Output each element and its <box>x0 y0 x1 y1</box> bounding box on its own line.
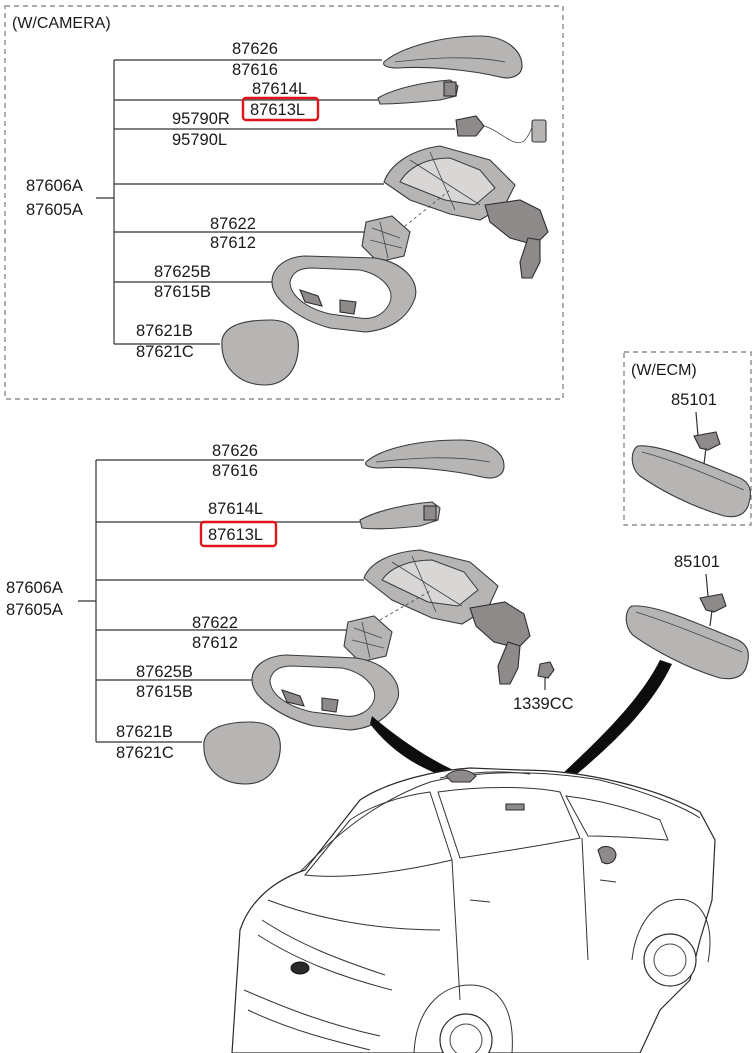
main-repeater-code-2: 87613L <box>208 526 263 544</box>
scalp-cover-part <box>383 35 523 79</box>
main-actuator-code-2: 87612 <box>192 634 238 652</box>
camera-module-code-2: 95790L <box>172 131 227 149</box>
camera-frame-code-1: 87625B <box>154 263 211 281</box>
camera-repeater-code-2: 87613L <box>250 101 305 119</box>
rearview-mirror-code: 85101 <box>674 553 720 571</box>
main-parent-code-2: 87605A <box>6 601 63 619</box>
side-mirror-callout <box>370 716 462 780</box>
camera-module-code-1: 95790R <box>172 110 230 128</box>
main-mirror-frame-part <box>251 654 400 731</box>
camera-actuator-code-1: 87622 <box>210 215 256 233</box>
actuator-part <box>361 215 411 263</box>
camera-highlight-box <box>241 96 320 122</box>
camera-actuator-code-2: 87612 <box>210 234 256 252</box>
mirror-frame-part <box>271 255 417 333</box>
mirror-glass-part <box>221 319 299 386</box>
screw-code: 1339CC <box>513 695 574 713</box>
main-frame-code-2: 87615B <box>136 683 193 701</box>
camera-parent-code-2: 87605A <box>26 201 83 219</box>
camera-frame-code-2: 87615B <box>154 283 211 301</box>
main-mirror-glass-part <box>203 721 281 785</box>
camera-repeater-code-1: 87614L <box>252 80 307 98</box>
camera-glass-code-2: 87621C <box>136 343 194 361</box>
ecm-rearview-mirror-part <box>631 431 751 518</box>
mirror-housing-part <box>383 145 549 279</box>
camera-cover-code-2: 87616 <box>232 61 278 79</box>
camera-glass-code-1: 87621B <box>136 322 193 340</box>
main-parent-code-1: 87606A <box>6 579 63 597</box>
main-side-repeater-part <box>359 501 441 530</box>
main-section: 87606A 87605A 87626 87616 87614L 87613L <box>6 439 749 785</box>
camera-section-border <box>4 5 564 400</box>
camera-section-header: (W/CAMERA) <box>12 15 111 32</box>
side-repeater-part <box>377 79 459 105</box>
main-frame-code-1: 87625B <box>136 663 193 681</box>
main-repeater-code-1: 87614L <box>208 500 263 518</box>
main-assembly-guide <box>379 589 433 621</box>
camera-section: (W/CAMERA) 87606A 87605A 87626 87616 876… <box>4 5 564 400</box>
camera-cover-code-1: 87626 <box>232 40 278 58</box>
camera-parent-code-1: 87606A <box>26 177 83 195</box>
ecm-leader <box>695 411 699 437</box>
main-highlight-box <box>199 520 278 548</box>
rearview-mirror-callout <box>540 660 672 798</box>
rearview-mirror-part <box>625 593 749 680</box>
main-glass-code-1: 87621B <box>116 723 173 741</box>
camera-module-part <box>455 115 547 143</box>
screw-part <box>537 661 555 690</box>
car-illustration <box>231 767 716 1053</box>
main-actuator-part <box>343 615 393 663</box>
ecm-section-header: (W/ECM) <box>631 362 697 379</box>
ecm-mirror-code: 85101 <box>671 391 717 409</box>
ecm-section-border <box>623 351 752 526</box>
camera-assembly-guide <box>399 189 451 231</box>
main-mirror-housing-part <box>363 549 531 685</box>
main-glass-code-2: 87621C <box>116 744 174 762</box>
main-scalp-cover-part <box>365 439 505 479</box>
rearview-leader <box>705 573 709 597</box>
main-cover-code-2: 87616 <box>212 462 258 480</box>
main-actuator-code-1: 87622 <box>192 614 238 632</box>
main-cover-code-1: 87626 <box>212 442 258 460</box>
ecm-section: (W/ECM) 85101 <box>623 351 752 526</box>
